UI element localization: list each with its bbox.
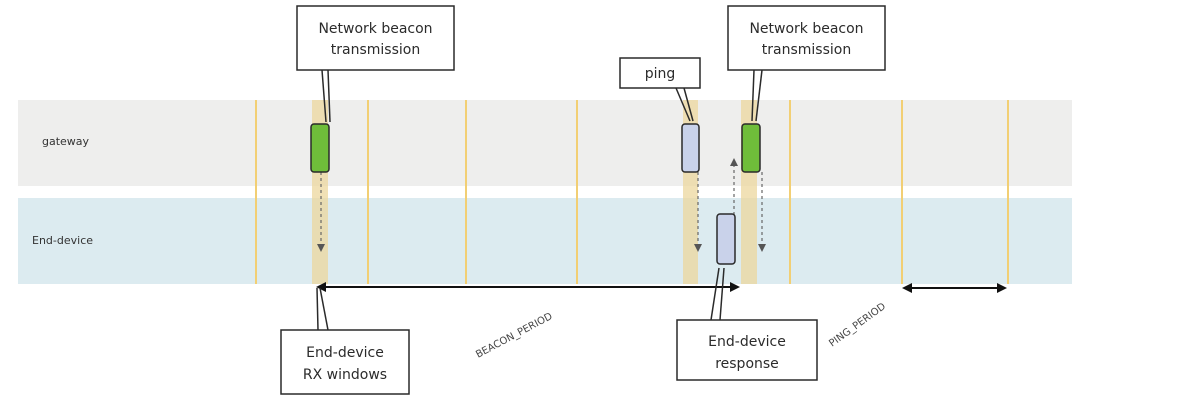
beacon-transmission-1 — [310, 123, 330, 173]
ping-transmission — [681, 123, 700, 173]
callout-ping: ping — [619, 57, 701, 89]
beacon-period-label: BEACON_PERIOD — [474, 311, 554, 361]
callout-beacon-1-line-1: Network beacon — [318, 21, 432, 37]
gateway-lane — [18, 100, 1072, 186]
callout-beacon-2-line-1: Network beacon — [749, 21, 863, 37]
callout-response-line-2: response — [715, 356, 779, 372]
ping-period-label: PING_PERIOD — [827, 301, 888, 349]
end-device-lane-label: End-device — [32, 234, 93, 247]
callout-beacon-2-line-2: transmission — [762, 42, 851, 58]
callout-rx-windows-line-2: RX windows — [303, 367, 387, 383]
gateway-lane-label: gateway — [42, 135, 90, 148]
callout-beacon-2: Network beacon transmission — [727, 5, 886, 71]
slot-lines — [255, 100, 1009, 284]
callout-response: End-device response — [676, 319, 818, 381]
end-device-lane — [18, 198, 1072, 284]
beacon-transmission-2 — [741, 123, 761, 173]
callout-response-line-1: End-device — [708, 334, 786, 350]
callout-connectors — [316, 69, 763, 331]
end-device-response — [716, 213, 736, 265]
callout-ping-line-1: ping — [645, 66, 676, 82]
callout-beacon-1: Network beacon transmission — [296, 5, 455, 71]
callout-rx-windows: End-device RX windows — [280, 329, 410, 395]
callout-beacon-1-line-2: transmission — [331, 42, 420, 58]
callout-rx-windows-line-1: End-device — [306, 345, 384, 361]
